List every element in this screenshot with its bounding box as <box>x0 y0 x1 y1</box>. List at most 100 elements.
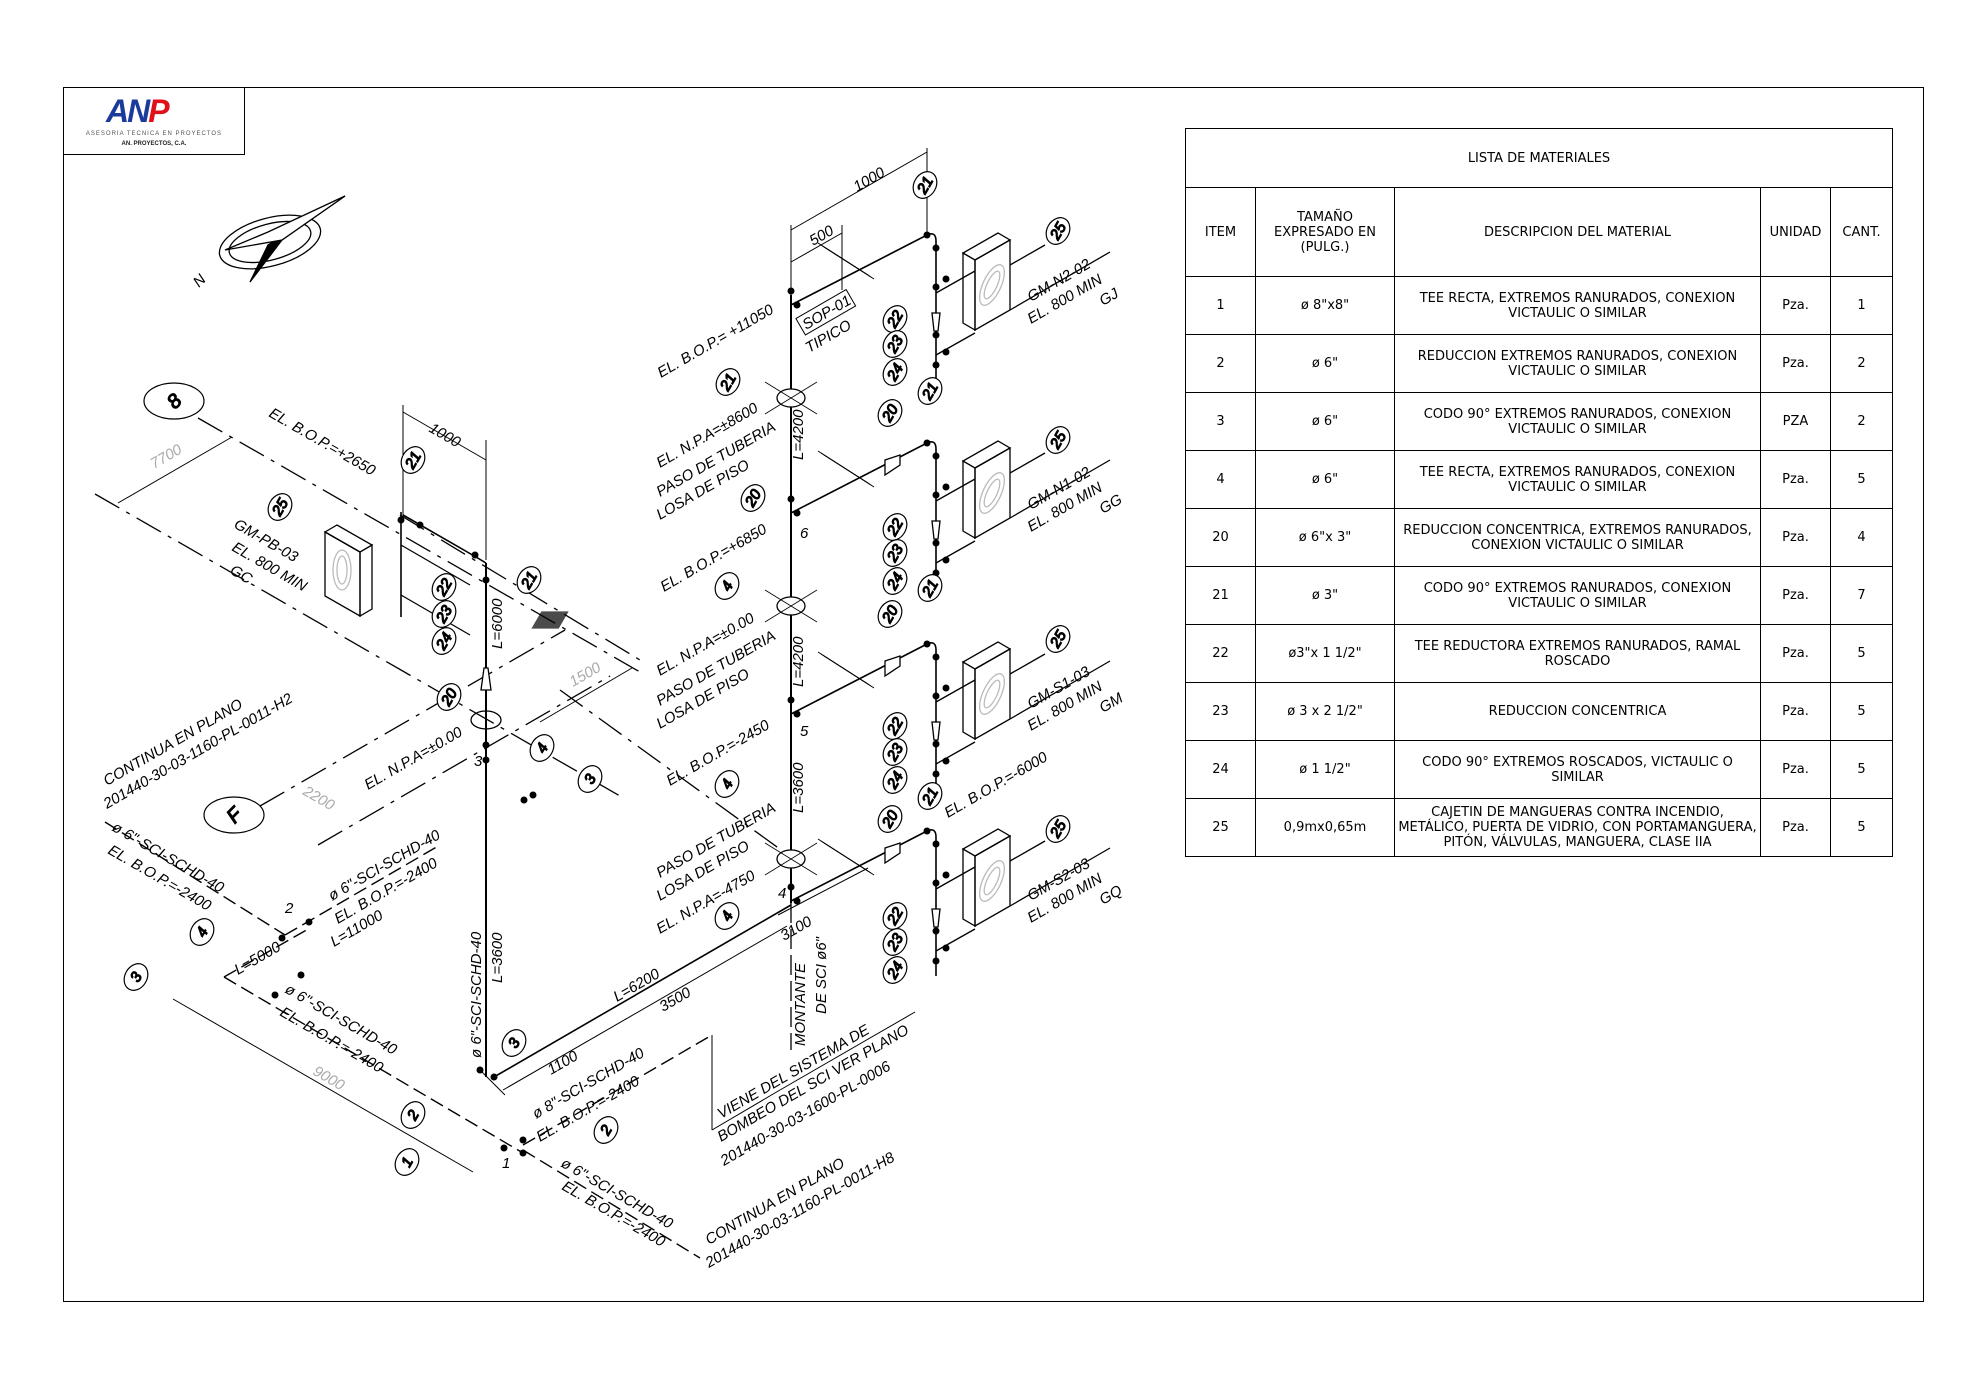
logo-p: P <box>148 93 169 129</box>
header-size-line3: (PULG.) <box>1300 239 1350 255</box>
drawing-label: L=6200 <box>611 965 664 1005</box>
drawing-label: 9000 <box>310 1063 348 1095</box>
logo-company: AN. PROYECTOS, C.A. <box>121 141 187 147</box>
drawing-label: EL. N.P.A=±0.00 <box>362 723 466 793</box>
drawing-label: 1500 <box>567 659 605 691</box>
item-callout-balloon: 21 <box>917 377 943 405</box>
cell-qty: 2 <box>1830 392 1893 451</box>
item-callout-balloon: 4 <box>529 734 555 762</box>
cell-size: ø 8"x8" <box>1255 276 1395 335</box>
drawing-label: 6 <box>800 525 809 542</box>
drawing-label: 4 <box>778 885 786 902</box>
drawing-label: BOMBEO DEL SCI VER PLANO <box>715 1022 913 1146</box>
item-callout-balloon: 23 <box>882 330 908 358</box>
hose-cabinet <box>961 440 1012 540</box>
logo-an: AN <box>106 93 150 129</box>
item-callout-balloon: 2 <box>400 1101 426 1129</box>
cell-qty: 5 <box>1830 798 1893 857</box>
cell-description: CAJETIN DE MANGUERAS CONTRA INCENDIO, ME… <box>1394 798 1761 857</box>
drawing-label: L=5000 <box>232 938 285 978</box>
cell-unit: Pza. <box>1760 334 1831 393</box>
item-callout-balloon: 20 <box>877 600 903 628</box>
cell-qty: 4 <box>1830 508 1893 567</box>
balloon-number: 25 <box>1046 817 1070 841</box>
logo-block: ANP ASESORIA TECNICA EN PROYECTOS AN. PR… <box>63 87 245 155</box>
cell-unit: Pza. <box>1760 450 1831 509</box>
drawing-label: EL. B.O.P.=-6000 <box>942 748 1052 821</box>
header-description: DESCRIPCION DEL MATERIAL <box>1394 187 1761 277</box>
cell-item: 25 <box>1185 798 1256 857</box>
drawing-label: L=3600 <box>489 932 506 983</box>
item-callout-balloon: 4 <box>189 918 215 946</box>
header-size-line1: TAMAÑO <box>1297 209 1353 225</box>
cell-description: CODO 90° EXTREMOS RANURADOS, CONEXION VI… <box>1394 566 1761 625</box>
bottom-connector-pipe <box>493 904 792 1078</box>
sop-tag-box <box>795 288 857 336</box>
item-callout-balloon: 23 <box>882 539 908 567</box>
cell-description: CODO 90° EXTREMOS RANURADOS, CONEXION VI… <box>1394 392 1761 451</box>
cell-unit: Pza. <box>1760 798 1831 857</box>
item-callout-balloon: 25 <box>1045 217 1071 245</box>
drawing-label: 1000 <box>426 420 464 452</box>
floor-branch <box>787 231 1111 380</box>
item-callout-balloon: 24 <box>882 766 908 794</box>
cell-item: 20 <box>1185 508 1256 567</box>
company-logo: ANP <box>106 93 170 129</box>
cell-description: TEE RECTA, EXTREMOS RANURADOS, CONEXION … <box>1394 450 1761 509</box>
cell-unit: Pza. <box>1760 508 1831 567</box>
cell-qty: 5 <box>1830 740 1893 799</box>
north-arrow-icon <box>218 195 346 283</box>
drawing-frame <box>63 87 1924 1302</box>
item-callout-balloon: 21 <box>516 566 542 594</box>
item-callout-balloon: 20 <box>740 484 766 512</box>
item-callout-balloon: 1 <box>394 1148 420 1176</box>
grid-axis-lines <box>94 417 796 861</box>
item-callout-balloon: 23 <box>882 738 908 766</box>
cell-item: 2 <box>1185 334 1256 393</box>
drawing-label: 1000 <box>851 164 889 196</box>
hose-cabinet <box>961 232 1012 332</box>
drawing-label: 201440-30-03-1160-PL-0011-H8 <box>702 1149 899 1272</box>
cell-item: 22 <box>1185 624 1256 683</box>
item-callout-balloon: 22 <box>882 513 908 541</box>
item-callout-balloon: 24 <box>431 627 457 655</box>
drawing-label: MONTANTE <box>792 962 809 1046</box>
item-callout-balloon: 4 <box>714 572 740 600</box>
cell-size: ø3"x 1 1/2" <box>1255 624 1395 683</box>
cell-description: TEE RECTA, EXTREMOS RANURADOS, CONEXION … <box>1394 276 1761 335</box>
floor-branch <box>787 640 1111 789</box>
drawing-label: L=4200 <box>790 636 807 687</box>
item-callout-balloon: 24 <box>882 567 908 595</box>
item-callout-balloon: 21 <box>912 171 938 199</box>
item-callout-balloon: 24 <box>882 956 908 984</box>
drawing-label: 2 <box>284 900 294 917</box>
cell-description: REDUCCION CONCENTRICA <box>1394 682 1761 741</box>
grid-axis-bubble: F <box>203 796 265 834</box>
cell-item: 23 <box>1185 682 1256 741</box>
hose-cabinet-gm-pb-03 <box>323 524 374 618</box>
cell-qty: 5 <box>1830 682 1893 741</box>
item-callout-balloon: 22 <box>431 573 457 601</box>
cell-unit: Pza. <box>1760 566 1831 625</box>
cell-qty: 5 <box>1830 624 1893 683</box>
underground-pipes <box>104 821 713 1259</box>
header-qty: CANT. <box>1830 187 1893 277</box>
item-callout-balloon: 4 <box>714 770 740 798</box>
drawing-label: N <box>190 271 210 291</box>
item-callout-balloon: 21 <box>400 446 426 474</box>
item-callout-balloon: 24 <box>882 358 908 386</box>
drawing-label: 1100 <box>545 1047 582 1078</box>
cell-size: 0,9mx0,65m <box>1255 798 1395 857</box>
cell-item: 21 <box>1185 566 1256 625</box>
hose-cabinet <box>961 641 1012 741</box>
cell-size: ø 3" <box>1255 566 1395 625</box>
cell-qty: 2 <box>1830 334 1893 393</box>
cell-description: TEE REDUCTORA EXTREMOS RANURADOS, RAMAL … <box>1394 624 1761 683</box>
cell-size: ø 1 1/2" <box>1255 740 1395 799</box>
